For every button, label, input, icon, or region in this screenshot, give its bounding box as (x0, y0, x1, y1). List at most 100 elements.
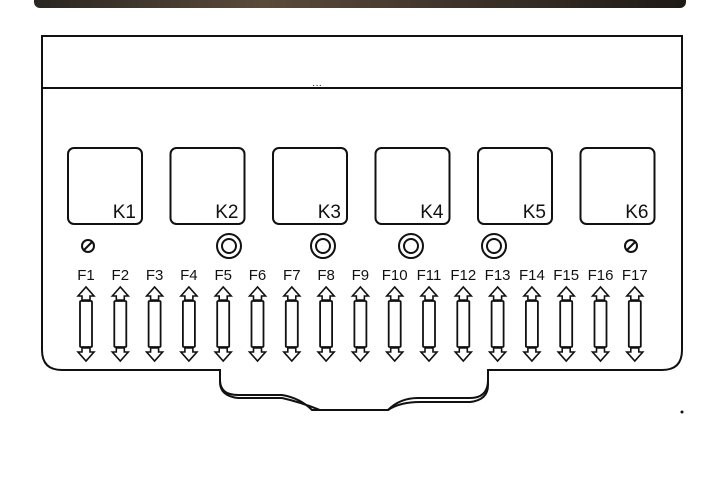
fuse-terminal-top (213, 285, 233, 301)
relay-body (169, 147, 246, 225)
fuse-terminal-top (487, 285, 508, 301)
ring-terminal-icon (481, 233, 507, 259)
fuse-label-f10: F10 (382, 267, 408, 284)
mounting-tab (219, 372, 489, 411)
fuse-f7 (282, 285, 302, 363)
fuse-terminal-bottom (76, 347, 96, 363)
relay-k3: K3 (272, 147, 348, 225)
fuse-f11 (419, 285, 439, 363)
fuse-terminal-top (247, 285, 268, 301)
fuse-label-f14: F14 (519, 267, 545, 284)
fuse-label-f1: F1 (77, 267, 95, 284)
fuse-f4 (179, 285, 199, 363)
fuse-f9 (350, 285, 371, 363)
fuse-terminal-bottom (179, 347, 199, 363)
fuse-terminal-top (110, 285, 131, 301)
fuse-terminal-top (625, 285, 645, 301)
relay-body (477, 147, 553, 225)
fuse-body (422, 300, 436, 348)
fuse-label-f12: F12 (450, 267, 476, 284)
stray-dot (680, 410, 684, 414)
fuse-terminal-top (350, 285, 371, 301)
fuse-body (284, 300, 299, 348)
fuse-f1 (76, 285, 96, 363)
fuse-body (79, 300, 93, 348)
fuse-terminal-bottom (350, 347, 371, 363)
relay-body (272, 147, 348, 225)
fuse-terminal-top (384, 285, 405, 301)
fuse-body (113, 300, 128, 348)
ring-terminal-icon (398, 233, 424, 259)
fuse-f3 (144, 285, 165, 363)
fuse-terminal-top (590, 285, 611, 301)
fuse-terminal-top (144, 285, 165, 301)
relay-label: K5 (523, 202, 546, 223)
relay-k5: K5 (477, 147, 553, 225)
fuse-label-f16: F16 (588, 267, 614, 284)
relay-label: K6 (625, 202, 648, 223)
fuse-body (627, 300, 642, 348)
photo-strip (34, 0, 686, 8)
fuse-f10 (384, 285, 405, 363)
fuse-f16 (590, 285, 611, 363)
fuse-body (387, 300, 402, 348)
fuse-terminal-top (453, 285, 474, 301)
fuse-terminal-bottom (419, 347, 439, 363)
fuse-terminal-top (316, 285, 336, 301)
fuse-label-f8: F8 (317, 267, 335, 284)
relay-body (374, 147, 451, 225)
fuse-body (456, 300, 471, 348)
ring-terminal-icon (310, 233, 336, 259)
relay-label: K1 (113, 202, 136, 223)
fuse-terminal-top (282, 285, 302, 301)
fuse-label-f6: F6 (249, 267, 267, 284)
fuse-terminal-bottom (625, 347, 645, 363)
housing-dots: ··· (312, 80, 322, 91)
fuse-label-f4: F4 (180, 267, 198, 284)
fuse-terminal-bottom (522, 347, 542, 363)
fuse-label-f9: F9 (352, 267, 370, 284)
fuse-body (593, 300, 608, 348)
relay-label: K2 (215, 202, 238, 223)
fuse-f8 (316, 285, 336, 363)
fuse-f14 (522, 285, 542, 363)
fuse-f17 (625, 285, 645, 363)
fuse-terminal-bottom (144, 347, 165, 363)
fuse-body (250, 300, 265, 348)
fuse-label-f15: F15 (553, 267, 579, 284)
fuse-terminal-bottom (247, 347, 268, 363)
relay-label: K4 (420, 202, 444, 223)
fuse-label-f3: F3 (146, 267, 164, 284)
fuse-terminal-bottom (590, 347, 611, 363)
fuse-label-f5: F5 (214, 267, 232, 284)
fuse-f6 (247, 285, 268, 363)
fuse-f2 (110, 285, 131, 363)
fuse-body (147, 300, 162, 348)
fuse-terminal-top (522, 285, 542, 301)
relay-body (67, 147, 143, 225)
fuse-body (559, 300, 574, 348)
fuse-label-f11: F11 (417, 267, 442, 284)
fuse-body (525, 300, 539, 348)
fuse-terminal-bottom (384, 347, 405, 363)
fuse-label-f13: F13 (485, 267, 511, 284)
fuse-terminal-top (76, 285, 96, 301)
relay-k2: K2 (169, 147, 246, 225)
fuse-label-f7: F7 (283, 267, 301, 284)
fuse-label-f17: F17 (622, 267, 648, 284)
relay-label: K3 (318, 202, 341, 223)
relay-k1: K1 (67, 147, 143, 225)
fuse-f13 (487, 285, 508, 363)
fuse-terminal-top (419, 285, 439, 301)
relay-k4: K4 (374, 147, 451, 225)
fuse-terminal-bottom (453, 347, 474, 363)
fuse-body (353, 300, 368, 348)
fuse-f15 (556, 285, 576, 363)
screw-icon (624, 239, 638, 253)
screw-icon (81, 239, 95, 253)
fuse-terminal-bottom (556, 347, 576, 363)
fuse-terminal-top (179, 285, 199, 301)
relay-body (579, 147, 656, 225)
